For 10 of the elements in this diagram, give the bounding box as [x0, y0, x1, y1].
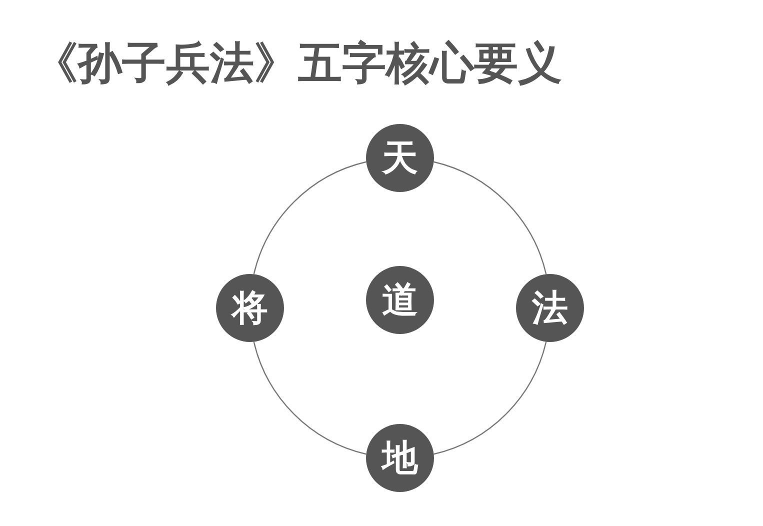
connector-arc — [253, 161, 366, 274]
character-circle: 地 — [366, 424, 434, 492]
character-circle: 法 — [516, 274, 584, 342]
connector-arc — [434, 342, 547, 455]
connector-arc — [434, 161, 547, 274]
character-circle: 天 — [366, 124, 434, 192]
character-circle: 道 — [366, 266, 434, 334]
character-circle: 将 — [216, 274, 284, 342]
title: 《孙子兵法》五字核心要义 — [34, 38, 562, 91]
connector-arc — [253, 342, 366, 455]
